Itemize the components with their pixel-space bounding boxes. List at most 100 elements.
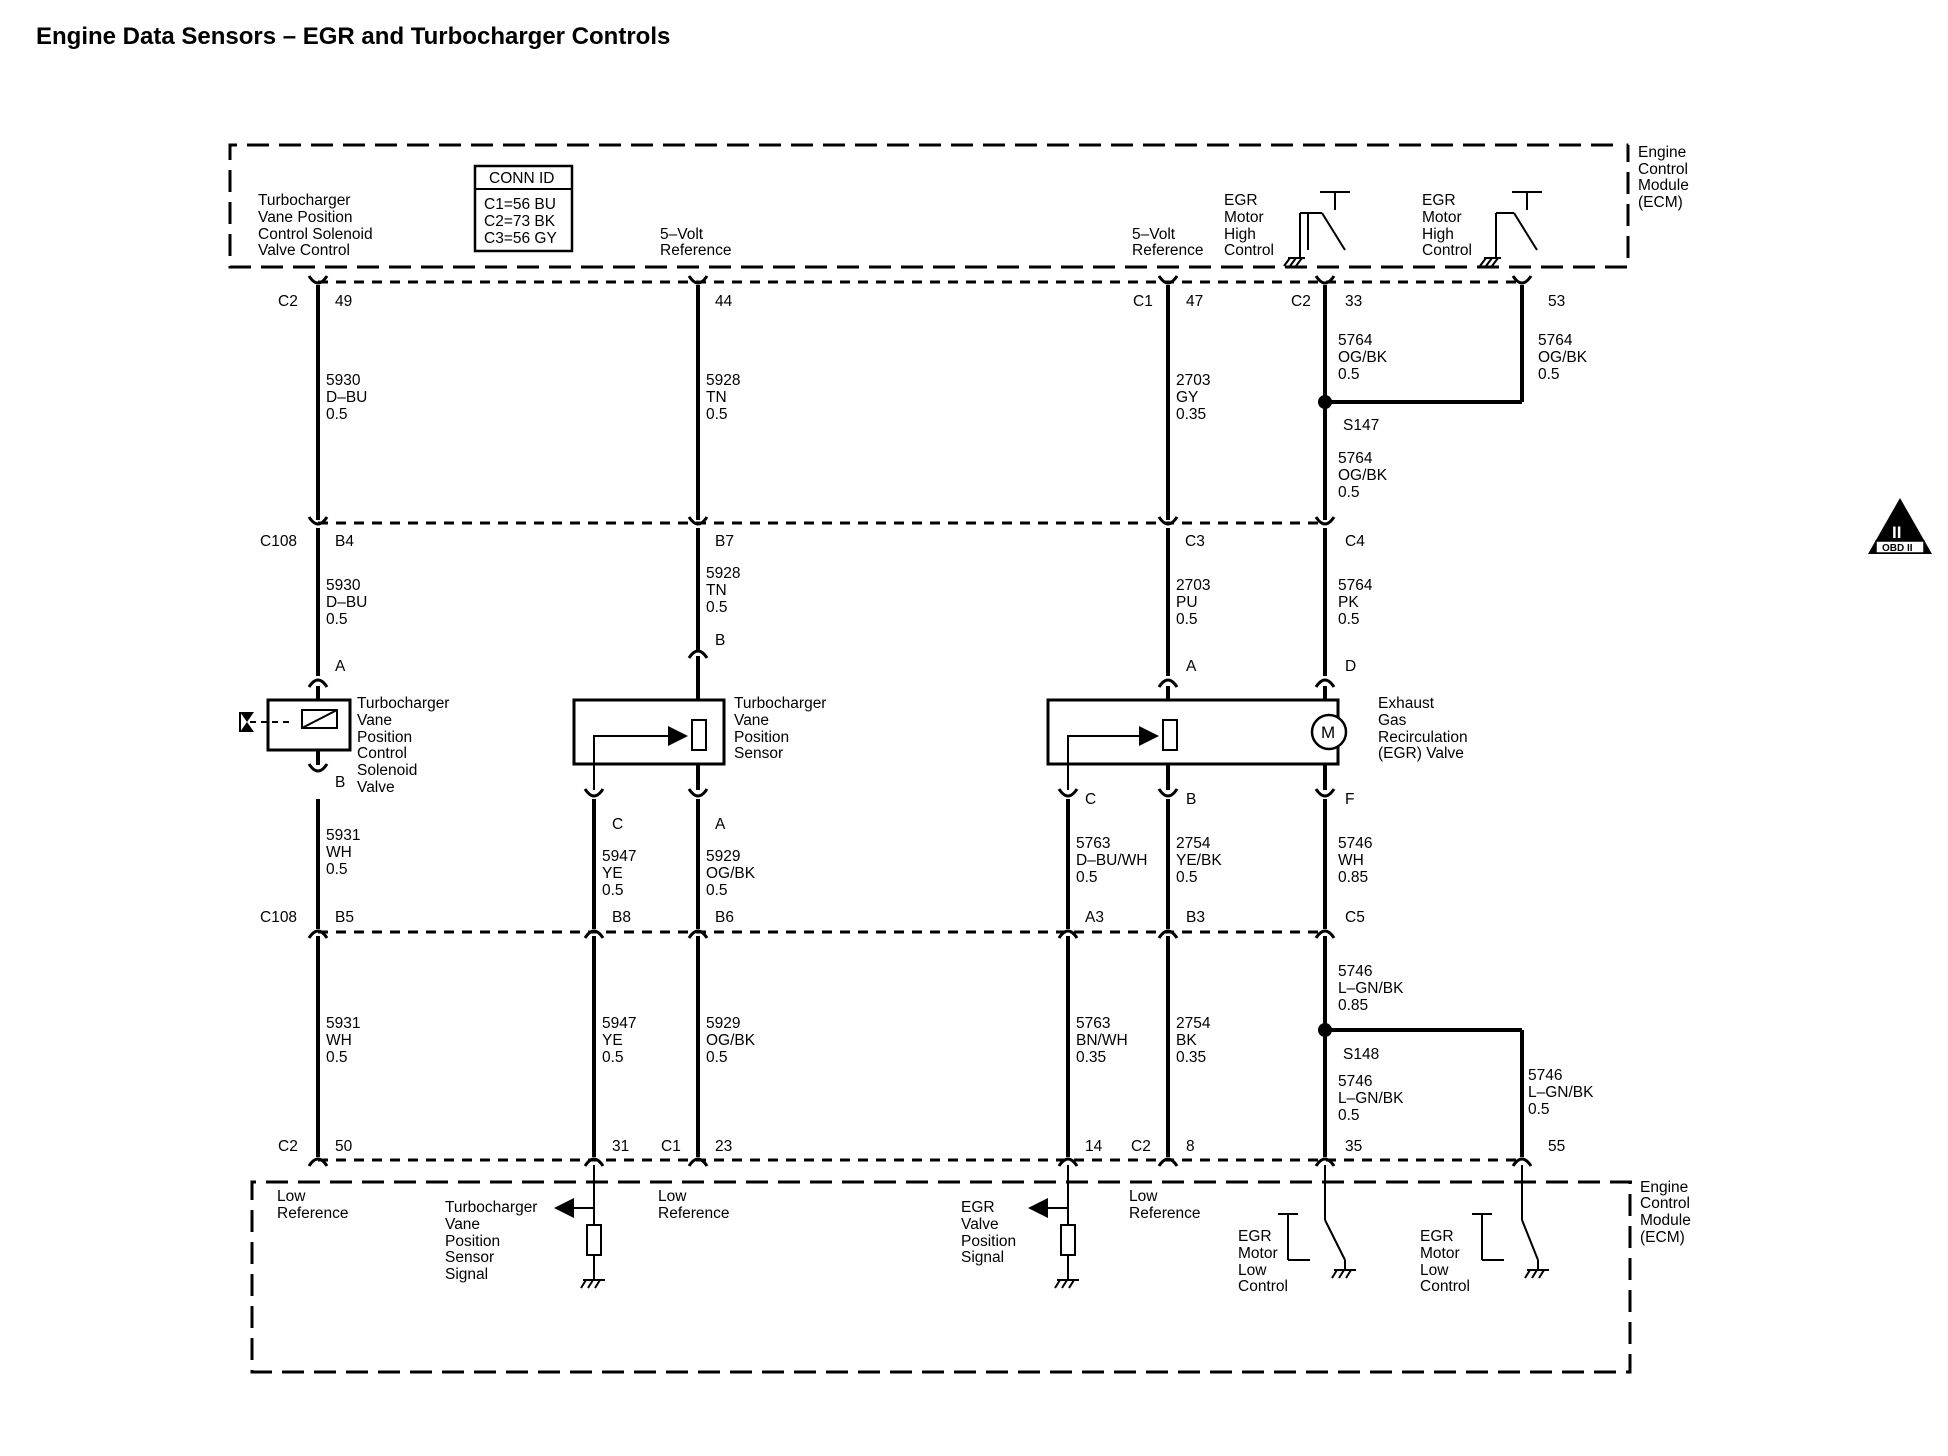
connector-pin-cup [1314,516,1336,526]
component-pin-label: F [1345,791,1354,808]
pin-label: 50 [335,1138,353,1155]
connector-pin-cup [307,763,329,773]
motor-symbol: M [1321,723,1335,742]
pin-label: C3 [1185,533,1205,550]
connector-pin-cup [1314,788,1336,798]
connector-pin-cup [1157,516,1179,526]
turbo-vane-solenoid-valve [239,698,352,752]
pin-label: B4 [335,533,354,550]
component-pin-label: A [335,658,346,675]
diagram-title: Engine Data Sensors – EGR and Turbocharg… [36,23,670,50]
connector-pin-cup [1157,678,1179,688]
connector-pin-cup [687,788,709,798]
connector-pin-cup [583,929,605,939]
pin-label: B6 [715,909,734,926]
connector-pin-cup [1157,1157,1179,1167]
conn-id-header: CONN ID [489,170,554,187]
ecm-function-label: Low Reference [277,1188,349,1222]
ecm-function-label: EGR Motor High Control [1224,192,1274,259]
connector-pin-cup [1157,929,1179,939]
motor-icon [1310,713,1348,751]
connector-pin-cup [687,516,709,526]
connector-pin-cup [687,275,709,285]
pin-label: B8 [612,909,631,926]
pin-label: 31 [612,1138,629,1155]
egr-high-switch [1479,191,1542,267]
component-pin-label: A [715,816,726,833]
ecm-function-label: Low Reference [1129,1188,1201,1222]
connector-pin-cup [583,1157,605,1167]
conn-id-line: C3=56 GY [484,230,557,247]
component-pin-label: A [1186,658,1197,675]
connector-pin-cup [1511,1157,1533,1167]
pin-label: C5 [1345,909,1365,926]
ecm-function-label: 5–Volt Reference [1132,226,1204,259]
ecm-egr-signal-circuit [1028,1165,1079,1289]
ecm-function-label: EGR Motor Low Control [1238,1228,1288,1295]
ecm-function-label: EGR Motor Low Control [1420,1228,1470,1295]
vacuum-valve-icon [240,712,254,722]
connector-pin-cup [1314,678,1336,688]
pin-label: 47 [1186,293,1203,310]
conn-id-line: C2=73 BK [484,213,556,230]
pin-label: 55 [1548,1138,1565,1155]
connector-pin-cup [1314,275,1336,285]
ecm-sensor-signal-circuit [554,1165,605,1289]
pin-label: C4 [1345,533,1365,550]
component-pin-label: D [1345,658,1356,675]
pin-label: 33 [1345,293,1362,310]
ecm-bottom-label: Engine Control Module (ECM) [1640,1179,1695,1246]
connector-pin-cup [307,678,329,688]
connector-label: C2 [278,293,298,310]
component-pin-label: B [715,632,725,649]
splice-label: S148 [1343,1046,1379,1063]
connector-pin-cup [1157,275,1179,285]
connector-pin-cup [1057,788,1079,798]
connector-label: C108 [260,909,297,926]
vacuum-valve-icon [240,722,254,732]
pin-label: 23 [715,1138,732,1155]
pin-label: 53 [1548,293,1565,310]
obd-ii-badge: II OBD II [1868,498,1932,554]
splice-label: S147 [1343,417,1379,434]
ecm-module-bottom: Engine Control Module (ECM) [250,1179,1695,1374]
pin-label: B7 [715,533,734,550]
ecm-top-label: Engine Control Module (ECM) [1638,144,1693,211]
obd-ii-text: OBD II [1882,543,1913,554]
ecm-module-top: Engine Control Module (ECM) [228,143,1693,269]
ecm-function-label: 5–Volt Reference [660,226,732,259]
component-label: Turbocharger Vane Position Sensor [734,695,831,762]
connector-pin-cup [307,516,329,526]
pin-label: 8 [1186,1138,1195,1155]
connector-pin-cup [1057,929,1079,939]
connector-pin-cup [583,788,605,798]
connector-pin-cup [1057,1157,1079,1167]
connector-dashed-lines [318,280,1522,1162]
connector-label: C1 [1133,293,1153,310]
component-pin-label: C [1085,791,1096,808]
connector-label: C108 [260,533,297,550]
pin-label: B5 [335,909,354,926]
